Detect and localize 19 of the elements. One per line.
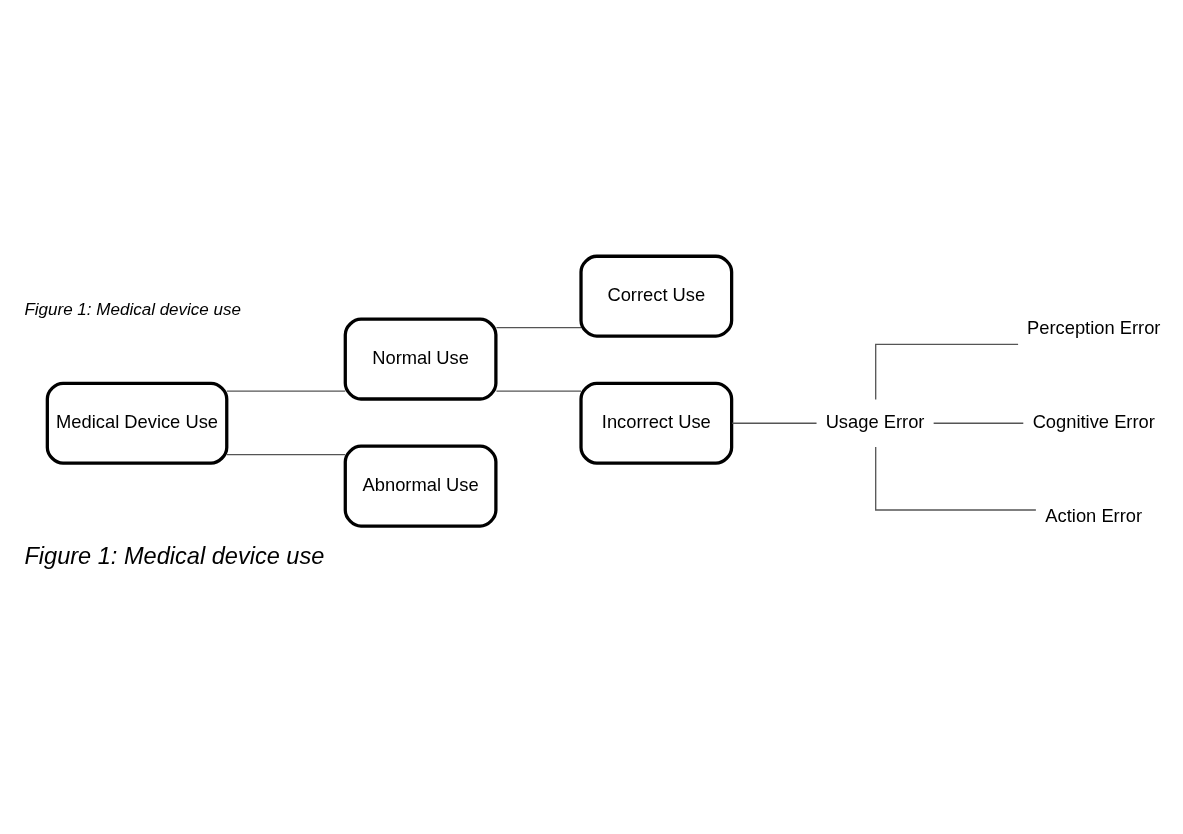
- connector: [495, 390, 582, 392]
- node-box: Medical Device Use: [45, 381, 229, 465]
- connector: [875, 446, 1037, 511]
- connector: [226, 454, 346, 456]
- label: Figure 1: Medical device use: [24, 300, 242, 320]
- node-text: Perception Error: [1027, 316, 1161, 338]
- node-box: Abnormal Use: [343, 444, 498, 528]
- node-text: Action Error: [1045, 505, 1143, 527]
- node-text: Cognitive Error: [1032, 411, 1155, 433]
- node-text: Usage Error: [825, 411, 925, 433]
- connector: [933, 422, 1024, 424]
- connector: [495, 326, 582, 329]
- node-box: Incorrect Use: [579, 381, 734, 465]
- node-box: Correct Use: [579, 254, 734, 338]
- node-box: Normal Use: [343, 317, 498, 401]
- connector: [226, 390, 346, 392]
- connector: [731, 422, 818, 424]
- connector: [875, 343, 1019, 401]
- caption: Figure 1: Medical device use: [24, 542, 325, 569]
